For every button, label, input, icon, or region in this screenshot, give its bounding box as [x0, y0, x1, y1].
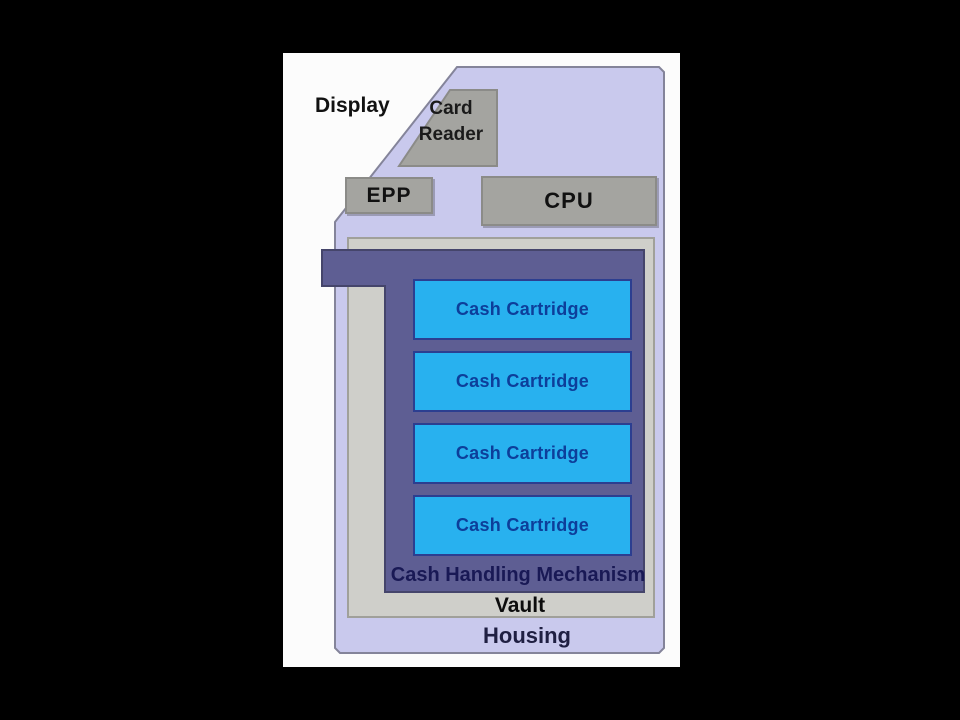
- cash-cartridge-label: Cash Cartridge: [455, 443, 590, 463]
- display-label: Display: [315, 94, 390, 117]
- cash-cartridge-box: Cash Cartridge: [413, 495, 632, 556]
- cpu-box: CPU: [481, 176, 657, 226]
- cash-handling-mechanism-label: Cash Handling Mechanism: [390, 564, 646, 586]
- housing-label: Housing: [483, 623, 571, 648]
- cpu-label: CPU: [544, 188, 594, 213]
- cash-cartridge-label: Cash Cartridge: [455, 299, 590, 319]
- vault-label: Vault: [494, 594, 546, 617]
- epp-box: EPP: [345, 177, 433, 214]
- cash-cartridge-box: Cash Cartridge: [413, 279, 632, 340]
- card-reader-label: Card Reader: [418, 98, 484, 145]
- card-reader-shape: [397, 89, 498, 167]
- cash-cartridge-label: Cash Cartridge: [455, 371, 590, 391]
- epp-label: EPP: [366, 183, 412, 207]
- cash-cartridge-box: Cash Cartridge: [413, 423, 632, 484]
- cash-cartridge-label: Cash Cartridge: [455, 515, 590, 535]
- cash-cartridge-box: Cash Cartridge: [413, 351, 632, 412]
